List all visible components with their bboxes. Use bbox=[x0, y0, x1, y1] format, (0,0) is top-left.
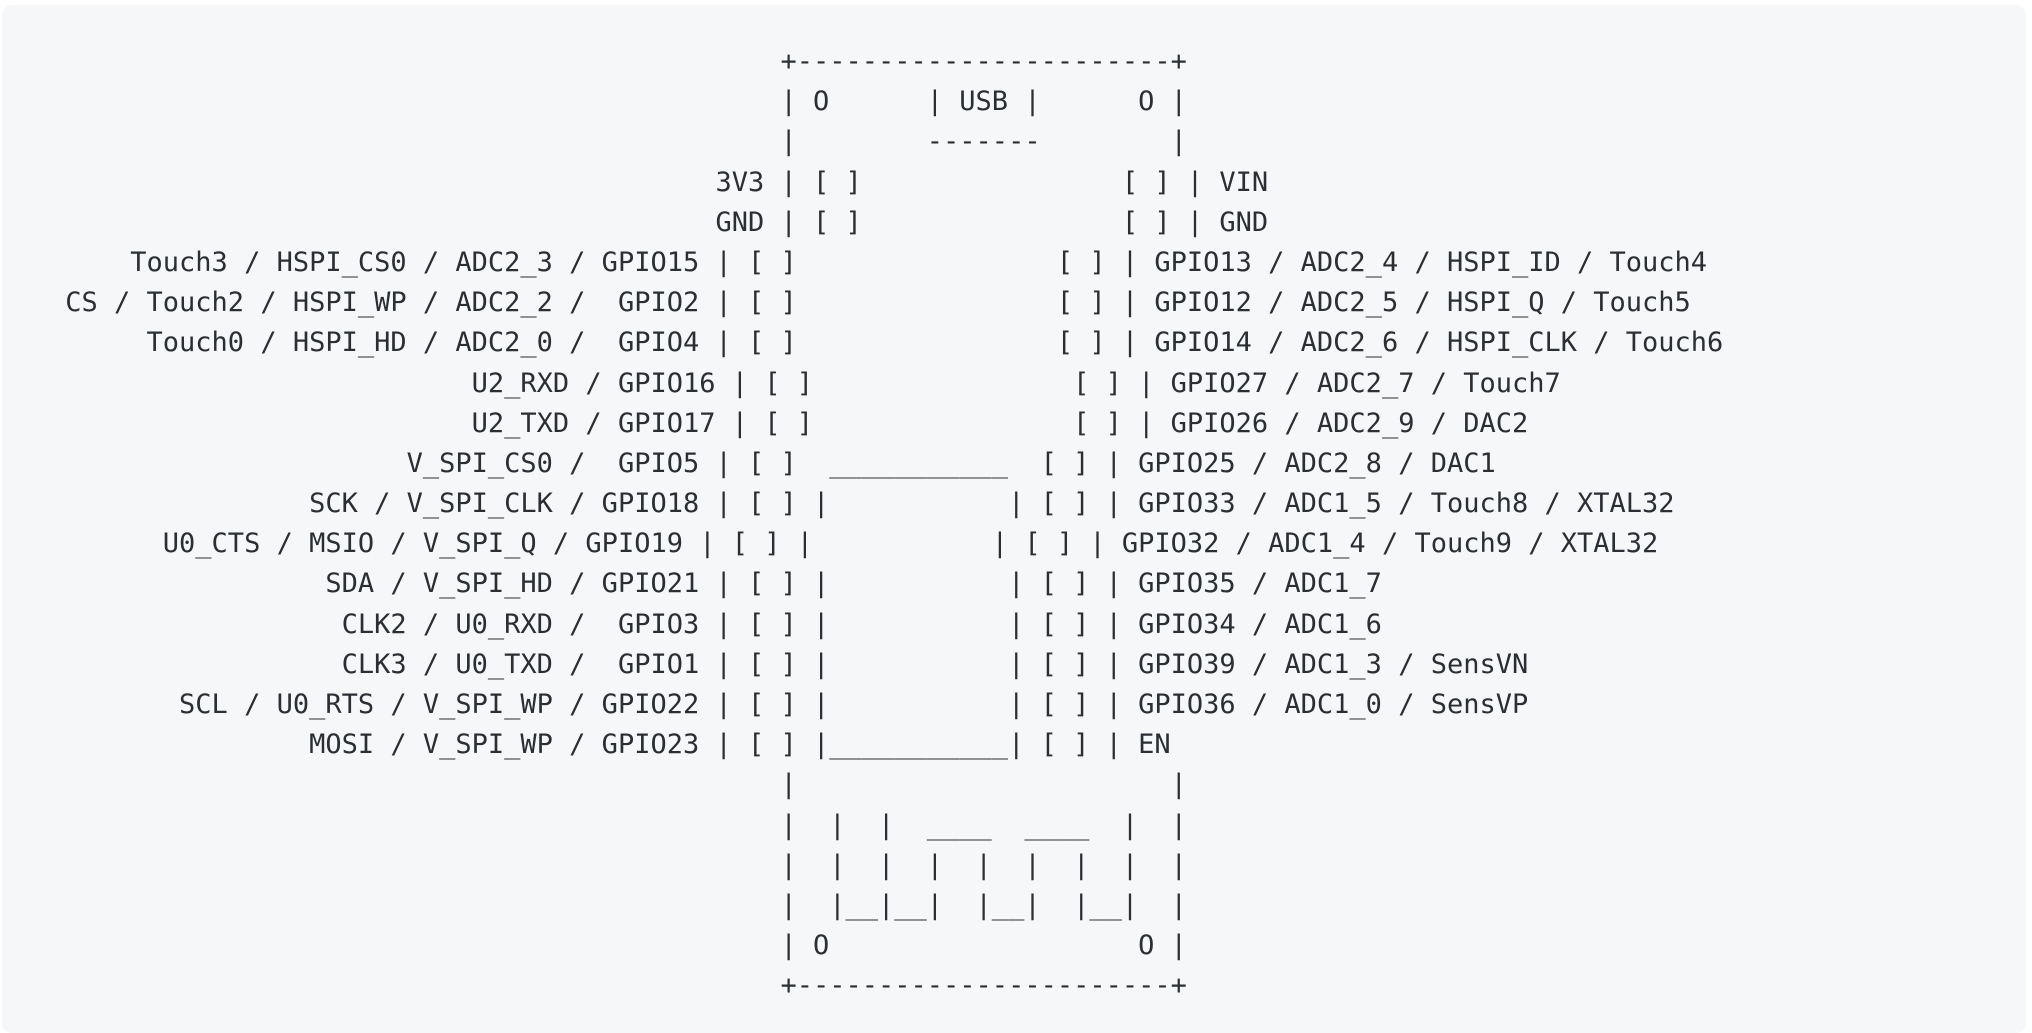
diagram-line: | | bbox=[49, 769, 1187, 801]
diagram-line: V_SPI_CS0 / GPIO5 | [ ] ___________ [ ] … bbox=[49, 447, 1496, 479]
diagram-line: CLK2 / U0_RXD / GPIO3 | [ ] | | [ ] | GP… bbox=[49, 608, 1382, 640]
diagram-line: | ------- | bbox=[49, 126, 1187, 158]
diagram-line: U2_TXD / GPIO17 | [ ] [ ] | GPIO26 / ADC… bbox=[49, 407, 1529, 439]
diagram-line: U0_CTS / MSIO / V_SPI_Q / GPIO19 | [ ] |… bbox=[49, 528, 1659, 560]
esp32-pinout-diagram: +-----------------------+ | O | USB | O … bbox=[49, 42, 1723, 1007]
diagram-line: +-----------------------+ bbox=[49, 970, 1187, 1002]
diagram-line: SCK / V_SPI_CLK / GPIO18 | [ ] | | [ ] |… bbox=[49, 488, 1675, 520]
diagram-line: CLK3 / U0_TXD / GPIO1 | [ ] | | [ ] | GP… bbox=[49, 648, 1529, 680]
diagram-line: CS / Touch2 / HSPI_WP / ADC2_2 / GPIO2 |… bbox=[49, 287, 1691, 319]
diagram-line: Touch3 / HSPI_CS0 / ADC2_3 / GPIO15 | [ … bbox=[49, 246, 1708, 278]
diagram-line: GND | [ ] [ ] | GND bbox=[49, 206, 1269, 238]
diagram-line: 3V3 | [ ] [ ] | VIN bbox=[49, 166, 1269, 198]
diagram-line: MOSI / V_SPI_WP / GPIO23 | [ ] |________… bbox=[49, 729, 1171, 761]
diagram-line: Touch0 / HSPI_HD / ADC2_0 / GPIO4 | [ ] … bbox=[49, 327, 1724, 359]
diagram-line: SCL / U0_RTS / V_SPI_WP / GPIO22 | [ ] |… bbox=[49, 689, 1529, 720]
diagram-line: | | | ____ ____ | | bbox=[49, 809, 1187, 841]
diagram-line: U2_RXD / GPIO16 | [ ] [ ] | GPIO27 / ADC… bbox=[49, 367, 1561, 399]
diagram-line: | | | | | | | | | bbox=[49, 849, 1187, 881]
diagram-line: SDA / V_SPI_HD / GPIO21 | [ ] | | [ ] | … bbox=[49, 568, 1382, 600]
diagram-line: | |__|__| |__| |__| | bbox=[49, 889, 1187, 921]
diagram-line: +-----------------------+ bbox=[49, 46, 1187, 77]
diagram-line: | O | USB | O | bbox=[49, 86, 1187, 118]
diagram-line: | O O | bbox=[49, 930, 1187, 962]
code-block: +-----------------------+ | O | USB | O … bbox=[2, 5, 2026, 1033]
